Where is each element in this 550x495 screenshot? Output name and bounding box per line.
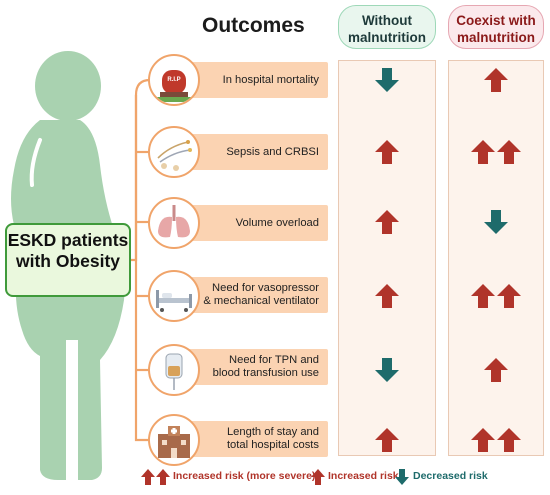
- outcome-label-line1: Need for TPN and: [229, 354, 319, 366]
- panel-without: [338, 60, 436, 456]
- outcome-label: Volume overload: [235, 216, 319, 229]
- tombstone-icon: R.I.P: [148, 54, 200, 106]
- legend-increased-label: Increased risk: [328, 470, 399, 482]
- decreased-risk-arrow: [375, 358, 399, 382]
- column-header-coexist: Coexist with malnutrition: [448, 5, 544, 49]
- decreased-risk-arrow: [375, 68, 399, 92]
- outcome-label: Sepsis and CRBSI: [226, 145, 319, 158]
- iv-bag-icon: [148, 344, 200, 396]
- lungs-icon: [148, 197, 200, 249]
- outcome-label-line2: total hospital costs: [226, 439, 319, 451]
- legend-decreased-arrow: [395, 469, 409, 485]
- severe-risk-arrow: [471, 284, 495, 308]
- severe-risk-arrow: [471, 140, 495, 164]
- outcome-bar: Need for vasopressor & mechanical ventil…: [172, 277, 328, 313]
- legend-increased-arrow: [311, 469, 325, 485]
- hospital-building-icon: [148, 414, 200, 466]
- increased-risk-arrow: [484, 358, 508, 382]
- increased-risk-arrow: [375, 428, 399, 452]
- patient-silhouette: [11, 51, 125, 480]
- severe-risk-arrow: [497, 428, 521, 452]
- outcome-label-line1: Length of stay and: [226, 426, 319, 438]
- patient-label: ESKD patients with Obesity: [5, 223, 131, 297]
- outcome-label-line1: Need for vasopressor: [212, 282, 319, 294]
- severe-risk-arrow: [497, 284, 521, 308]
- rip-label: R.I.P: [167, 77, 180, 83]
- decreased-risk-arrow: [484, 210, 508, 234]
- column-header-without: Without malnutrition: [338, 5, 436, 49]
- increased-risk-arrow: [375, 140, 399, 164]
- hospital-bed-icon: [148, 270, 200, 322]
- outcome-bar: Volume overload: [172, 205, 328, 241]
- legend-severe-label: Increased risk (more severe): [173, 470, 316, 482]
- severe-risk-arrow: [497, 140, 521, 164]
- outcome-bar: Length of stay and total hospital costs: [172, 421, 328, 457]
- increased-risk-arrow: [375, 284, 399, 308]
- increased-risk-arrow: [375, 210, 399, 234]
- outcome-label-line2: & mechanical ventilator: [203, 295, 319, 307]
- panel-coexist: [448, 60, 544, 456]
- outcome-label: In hospital mortality: [222, 73, 319, 86]
- increased-risk-arrow: [484, 68, 508, 92]
- legend-decreased-label: Decreased risk: [413, 470, 488, 482]
- severe-risk-arrow: [471, 428, 495, 452]
- legend-severe-arrows: [141, 469, 170, 485]
- catheter-icon: [148, 126, 200, 178]
- page-title: Outcomes: [202, 14, 305, 37]
- outcome-label-line2: blood transfusion use: [212, 367, 319, 379]
